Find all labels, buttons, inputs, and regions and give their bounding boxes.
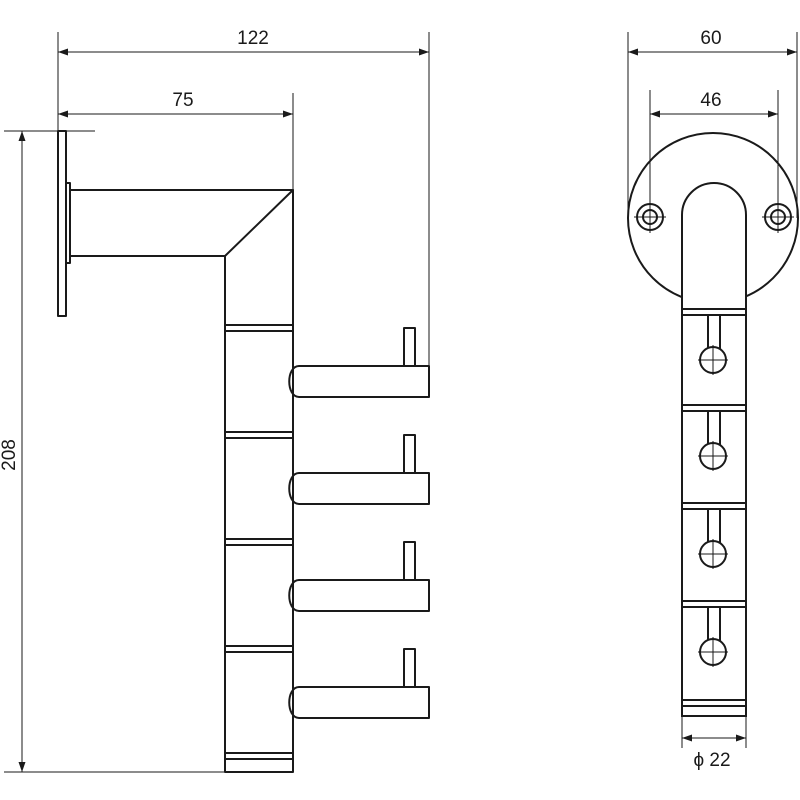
dimension-208: 208 [0, 131, 225, 773]
side-view: 122 75 208 [0, 28, 430, 773]
hook-4 [288, 648, 430, 719]
dim-label-diameter-22: ϕ 22 [693, 750, 730, 771]
front-hook-1 [698, 314, 728, 375]
front-view: 60 46 ϕ 22 [627, 28, 799, 771]
support-arm [69, 189, 294, 773]
front-hook-4 [698, 606, 728, 667]
dimension-75: 75 [58, 90, 294, 190]
dimension-122: 122 [57, 28, 430, 366]
mounting-flange [65, 182, 71, 264]
hook-1 [288, 327, 430, 398]
hook-3 [288, 541, 430, 612]
front-hook-2 [698, 410, 728, 471]
wall-plate [57, 130, 67, 317]
dim-label-60: 60 [700, 28, 721, 49]
dimension-46: 46 [649, 90, 779, 204]
column-joints [224, 324, 294, 760]
dim-label-122: 122 [237, 28, 269, 49]
dim-label-75: 75 [172, 90, 193, 111]
dim-label-46: 46 [700, 90, 721, 111]
dimension-diameter-22: ϕ 22 [681, 716, 747, 771]
dimension-60: 60 [627, 28, 798, 218]
dim-label-208: 208 [0, 439, 20, 471]
front-hook-3 [698, 508, 728, 569]
hook-2 [288, 434, 430, 505]
